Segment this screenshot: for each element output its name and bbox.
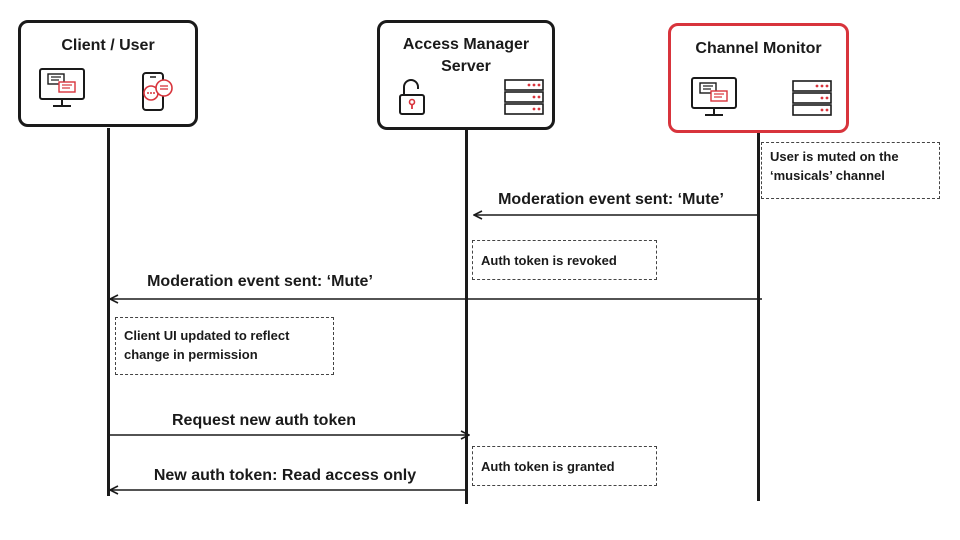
monitor-lifeline bbox=[757, 133, 760, 501]
note-token-revoked: Auth token is revoked bbox=[472, 240, 657, 280]
server-lifeline bbox=[465, 130, 468, 504]
server-icon bbox=[504, 79, 544, 115]
note-token-granted: Auth token is granted bbox=[472, 446, 657, 486]
note-user-muted: User is muted on the ‘musicals’ channel bbox=[761, 142, 940, 199]
monitor-actor-box: Channel Monitor bbox=[668, 23, 849, 133]
server-actor-title-line2: Server bbox=[441, 58, 491, 75]
client-actor-title: Client / User bbox=[61, 37, 155, 54]
label-mod-to-client: Moderation event sent: ‘Mute’ bbox=[147, 273, 373, 290]
client-actor-box: Client / User bbox=[18, 20, 198, 127]
label-mod-to-server: Moderation event sent: ‘Mute’ bbox=[498, 191, 724, 208]
client-lifeline bbox=[107, 128, 110, 496]
monitor-chat-icon bbox=[691, 77, 737, 116]
unlock-icon bbox=[399, 79, 425, 115]
server-actor-title-line1: Access Manager bbox=[402, 36, 530, 53]
phone-chat-icon bbox=[142, 72, 173, 111]
monitor-chat-icon bbox=[39, 68, 85, 107]
monitor-actor-title: Channel Monitor bbox=[695, 40, 822, 57]
label-request-token: Request new auth token bbox=[171, 412, 357, 429]
server-icon bbox=[792, 80, 832, 116]
label-new-token: New auth token: Read access only bbox=[153, 467, 417, 484]
note-ui-updated: Client UI updated to reflect change in p… bbox=[115, 317, 334, 375]
server-actor-box: Access Manager Server bbox=[377, 20, 555, 130]
